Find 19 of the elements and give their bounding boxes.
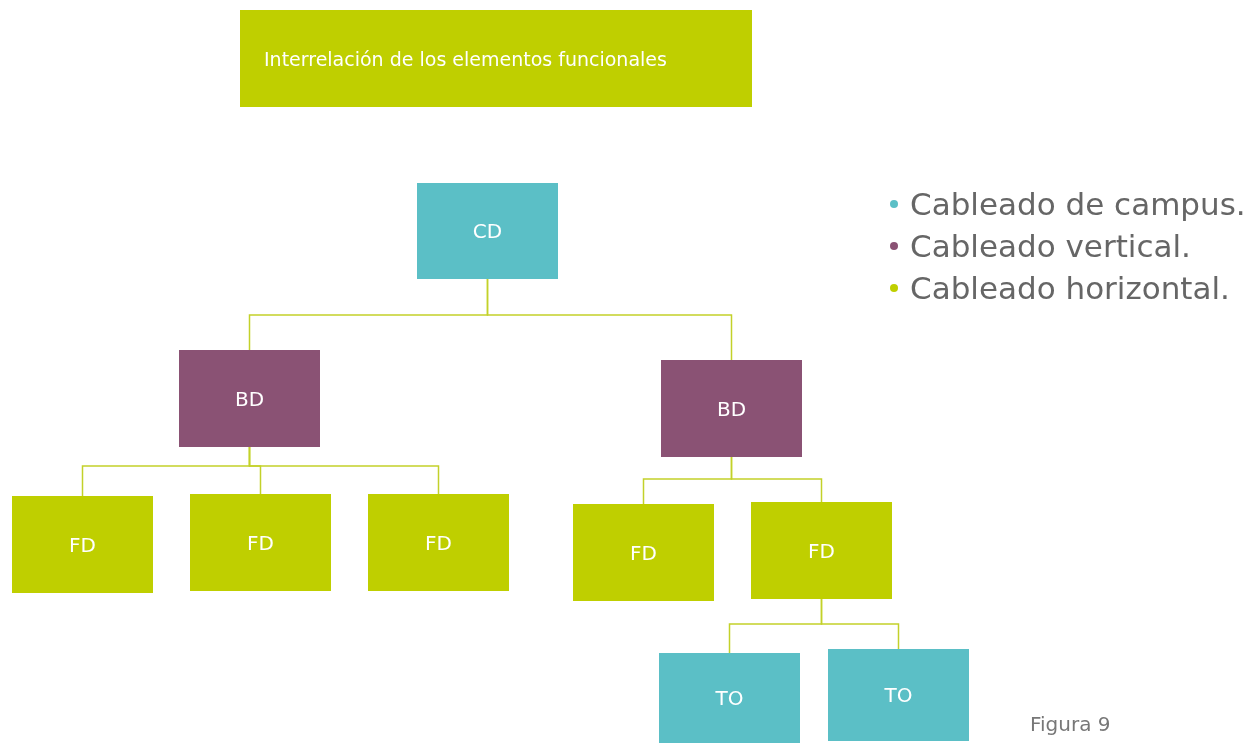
fd-box: FD: [368, 494, 509, 591]
connector-line: [730, 456, 823, 503]
fd-box: FD: [12, 496, 153, 593]
legend-text: Cableado vertical.: [910, 228, 1191, 264]
cd-box: CD: [417, 183, 558, 279]
to-box: TO: [659, 653, 800, 743]
legend-text: Cableado de campus.: [910, 186, 1246, 222]
bd-box: BD: [179, 350, 320, 447]
fd-box: FD: [573, 504, 714, 601]
fd-box: FD: [190, 494, 331, 591]
connector-line: [486, 278, 733, 361]
fd-box: FD: [751, 502, 892, 599]
to-box: TO: [828, 649, 969, 741]
connector-line: [248, 446, 440, 495]
figure-caption: Figura 9: [1030, 712, 1111, 736]
header-box: Interrelación de los elementos funcionales: [240, 10, 752, 107]
connector-line: [820, 598, 900, 650]
bd-box: BD: [661, 360, 802, 457]
legend-text: Cableado horizontal.: [910, 270, 1230, 306]
